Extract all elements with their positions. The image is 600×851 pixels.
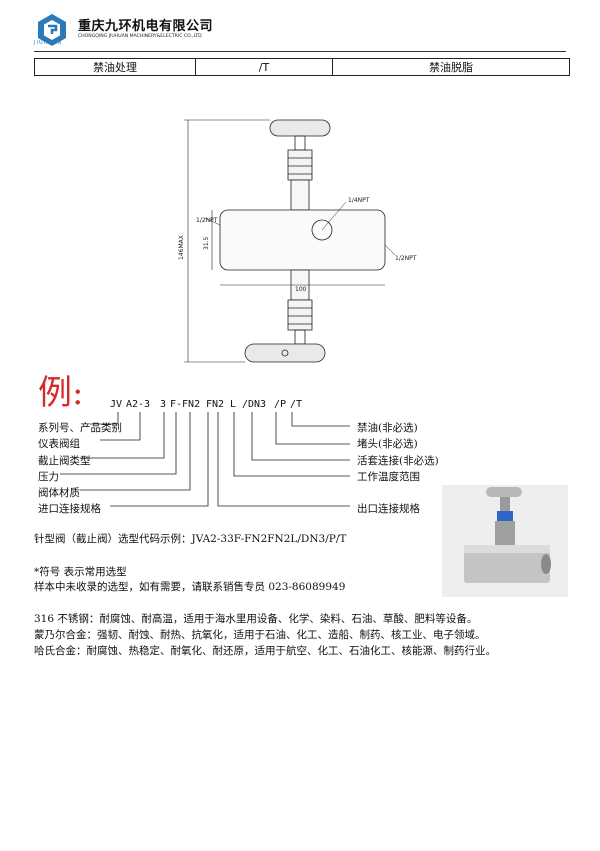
material-note: 316 不锈钢：耐腐蚀、耐高温，适用于海水里用设备、化学、染料、石油、草酸、肥料… [34,613,478,625]
label-valve-type: 截止阀类型 [38,455,91,467]
code-part: /T [290,399,303,410]
label-plug: 堵头(非必选) [357,438,418,450]
label-right-port: 1/2NPT [395,255,417,262]
valve-drawing: 1/4NPT 1/2NPT 1/2NPT 100 146MAX 31.5 [178,119,417,363]
material-note: 哈氏合金：耐腐蚀、热稳定、耐氧化、耐还原，适用于航空、化工、石油化工、核能源、制… [34,645,496,657]
code-part: FN2 [206,399,225,410]
bottom-handle [244,343,326,363]
contact-note: 样本中未收录的选型，如有需要，请联系销售专员 023-86089949 [34,581,346,593]
code-part: L [230,399,237,410]
label-height-dim: 146MAX [178,235,185,260]
label-series: 系列号、产品类别 [38,422,122,434]
material-note: 蒙乃尔合金：强韧、耐蚀、耐热、抗氧化，适用于石油、化工、造船、制药、核工业、电子… [34,629,486,641]
valve-body [219,209,386,271]
symbol-note: *符号 表示常用选型 [34,566,127,578]
code-part: A2-3 [126,399,151,410]
label-material: 阀体材质 [38,487,80,499]
code-part: /DN3 [242,399,267,410]
label-inlet: 进口连接规格 [38,503,101,515]
label-pressure: 压力 [38,471,59,483]
label-live-connection: 活套连接(非必选) [357,455,439,467]
label-width-dim: 100 [295,286,307,293]
selection-example: 针型阀（截止阀）选型代码示例：JVA2-33F-FN2FN2L/DN3/P/T [34,533,347,545]
top-handle [269,119,331,137]
table-cell: 禁油处理 [34,58,196,76]
label-oil-free: 禁油(非必选) [357,422,418,434]
header-divider [34,51,566,52]
code-part: /P [274,399,287,410]
example-heading: 例: [38,373,84,413]
code-part: JV [110,399,123,410]
label-temperature: 工作温度范围 [357,471,420,483]
table-cell: /T [195,58,333,76]
code-part: F-FN2 [170,399,201,410]
label-outlet: 出口连接规格 [357,503,420,515]
gauge-port [311,219,333,241]
code-leader-lines [60,412,350,507]
company-name-en: CHONGQING JIUHUAN MACHINERY&ELECTRIC CO.… [78,34,202,39]
option-table: 禁油处理 /T 禁油脱脂 [34,58,570,76]
code-part: 3 [160,399,167,410]
product-photo [442,485,568,597]
company-name-cn: 重庆九环机电有限公司 [78,19,214,34]
label-valve-group: 仪表阀组 [38,438,80,450]
label-top-port: 1/4NPT [348,197,370,204]
table-cell: 禁油脱脂 [332,58,570,76]
company-logo [38,14,66,46]
logo-text: JIUHUAN [34,40,63,46]
label-mid-dim: 31.5 [203,236,210,250]
label-left-port: 1/2NPT [196,217,218,224]
table-row: 禁油处理 /T 禁油脱脂 [34,58,570,76]
